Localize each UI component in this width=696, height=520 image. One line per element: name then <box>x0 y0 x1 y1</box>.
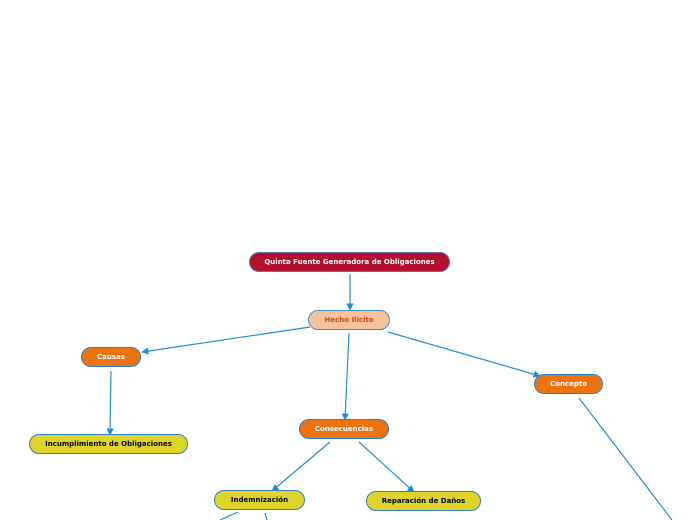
edge-consecuencias-indemnizacion <box>271 441 331 492</box>
node-indemnizacion-label: Indemnización <box>230 496 289 504</box>
edge-hecho-causas <box>141 326 311 355</box>
node-reparacion[interactable]: Reparación de Daños <box>366 491 481 511</box>
edge-hecho-concepto <box>387 331 541 378</box>
node-indemnizacion[interactable]: Indemnización <box>214 490 305 510</box>
node-quinta-fuente-label: Quinta Fuente Generadora de Obligaciones <box>264 258 435 266</box>
node-incumplimiento[interactable]: Incumplimiento de Obligaciones <box>29 434 188 454</box>
node-concepto[interactable]: Concepto <box>534 374 603 394</box>
node-quinta-fuente[interactable]: Quinta Fuente Generadora de Obligaciones <box>249 252 450 272</box>
node-consecuencias-label: Consecuencias <box>314 425 374 433</box>
edge-consecuencias-reparacion <box>358 441 415 493</box>
node-consecuencias[interactable]: Consecuencias <box>299 419 389 439</box>
edge-hecho-consecuencias <box>341 332 350 421</box>
edge-indemnizacion-offscreen-right <box>264 512 268 520</box>
node-hecho-ilicito-label: Hecho Ilícito <box>324 316 374 324</box>
node-incumplimiento-label: Incumplimiento de Obligaciones <box>45 440 172 448</box>
edge-indemnizacion-offscreen-left <box>219 511 239 520</box>
node-causas-label: Causas <box>97 353 125 361</box>
node-hecho-ilicito[interactable]: Hecho Ilícito <box>308 310 390 330</box>
edge-causas-incumplimiento <box>106 370 114 436</box>
node-causas[interactable]: Causas <box>81 347 141 367</box>
node-reparacion-label: Reparación de Daños <box>381 497 466 505</box>
node-concepto-label: Concepto <box>550 380 587 388</box>
edge-concepto-offscreen <box>578 397 673 520</box>
